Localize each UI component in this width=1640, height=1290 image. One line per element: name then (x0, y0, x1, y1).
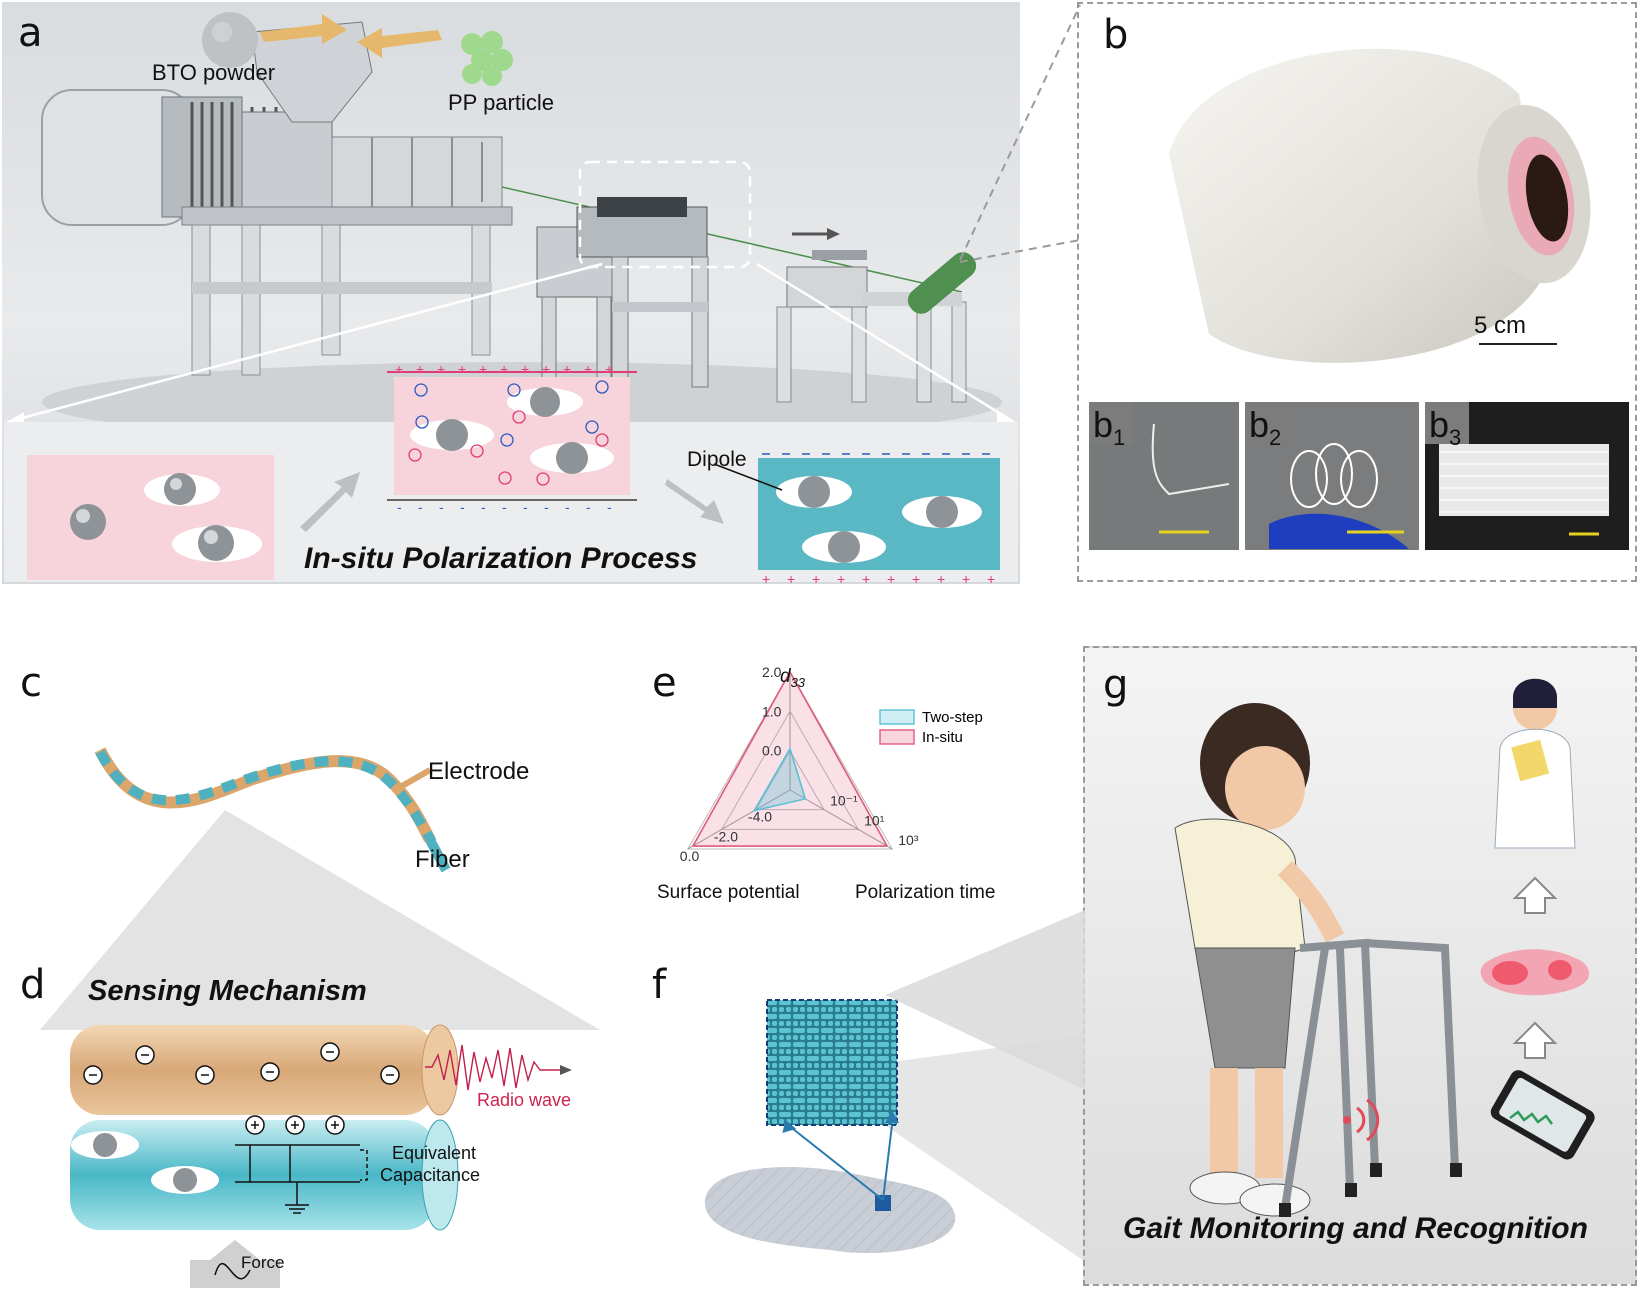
zoom-connector-b (959, 4, 1081, 263)
radar-tick-label: 2.0 (762, 664, 782, 680)
radar-tick-labels: 2.0 1.0 0.0 10³ 10¹ 10⁻¹ 0.0 -2.0 -4.0 (680, 664, 919, 864)
radar-legend: Two-step In-situ (879, 709, 983, 746)
pp-particle-label: PP particle (448, 90, 554, 115)
legend-swatch-in-situ (879, 729, 915, 745)
radar-tick-label: 0.0 (762, 743, 782, 759)
axis-label-d33: d33 (780, 666, 806, 690)
svg-text:+: + (584, 361, 592, 377)
panel-label-e: e (652, 660, 677, 706)
svg-text:+: + (812, 571, 820, 584)
svg-text:-: - (502, 499, 507, 515)
radar-tick-label: 10³ (898, 832, 919, 848)
svg-text:+: + (837, 571, 845, 584)
fiber-spool-photo (1089, 48, 1629, 550)
radar-tick-label: 10¹ (864, 812, 885, 828)
legend-label-in-situ: In-situ (922, 729, 963, 746)
woven-insole-illustration (704, 999, 1090, 1265)
svg-text:+: + (395, 361, 403, 377)
sensing-mechanism-diagram (70, 1024, 572, 1288)
braided-fiber-illustration (40, 747, 600, 1030)
svg-text:-: - (607, 499, 612, 515)
bto-powder-label: BTO powder (152, 60, 276, 85)
radar-tick-label: 0.0 (680, 848, 700, 864)
panel-label-b: b (1103, 12, 1129, 58)
svg-text:-: - (397, 499, 402, 515)
radar-series (691, 670, 889, 847)
capacitance-label-line2: Capacitance (380, 1165, 481, 1185)
panel-b-fiber-spool: 5 cm b1 b2 b3 (1077, 2, 1637, 582)
svg-text:+: + (605, 361, 613, 377)
svg-text:+: + (762, 571, 770, 584)
radar-chart: 2.0 1.0 0.0 10³ 10¹ 10⁻¹ 0.0 -2.0 -4.0 Two-step … (680, 664, 983, 864)
extrusion-machine-illustration: ++++ ++++ +++ ---- ---- --- ++++ ++++ ++ (4, 12, 1018, 587)
axis-label-surface-potential: Surface potential (657, 882, 800, 903)
radar-series-in-situ (691, 670, 889, 847)
svg-text:+: + (962, 571, 970, 584)
radar-axis-line (687, 789, 791, 850)
radar-series-two-step (752, 746, 807, 812)
sub-label-b3: b3 (1429, 404, 1462, 451)
radar-grid-ring (686, 670, 894, 850)
panel-label-f: f (652, 962, 667, 1008)
radar-grid (686, 670, 894, 850)
svg-text:+: + (542, 361, 550, 377)
scale-bar-label: 5 cm (1474, 312, 1527, 339)
legend-label-two-step: Two-step (922, 709, 983, 726)
panel-a-extrusion-line: ++++ ++++ +++ ---- ---- --- ++++ ++++ ++ (2, 2, 1020, 587)
radio-wave-label: Radio wave (477, 1090, 572, 1110)
svg-text:-: - (565, 499, 570, 515)
radar-tick-label: -2.0 (714, 828, 738, 844)
svg-text:+: + (458, 361, 466, 377)
svg-text:+: + (416, 361, 424, 377)
radar-tick-label: -4.0 (748, 809, 772, 825)
svg-text:+: + (912, 571, 920, 584)
svg-text:-: - (481, 499, 486, 515)
fiber-label: Fiber (415, 846, 470, 873)
sub-label-b1: b1 (1093, 404, 1126, 451)
panel-label-a: a (18, 10, 43, 56)
svg-text:+: + (987, 571, 995, 584)
legend-swatch-two-step (879, 709, 915, 725)
svg-text:+: + (887, 571, 895, 584)
svg-text:+: + (521, 361, 529, 377)
radar-tick-label: 1.0 (762, 703, 782, 719)
sensing-mechanism-title: Sensing Mechanism (88, 975, 367, 1007)
svg-text:+: + (500, 361, 508, 377)
svg-text:-: - (460, 499, 465, 515)
svg-text:-: - (439, 499, 444, 515)
radar-grid-ring (721, 710, 859, 830)
sub-label-b2: b2 (1249, 404, 1282, 451)
gait-monitoring-title: Gait Monitoring and Recognition (1123, 1212, 1588, 1245)
panel-label-c: c (20, 660, 42, 706)
radar-grid-ring (755, 749, 825, 811)
svg-text:-: - (586, 499, 591, 515)
panel-label-g: g (1103, 662, 1129, 708)
svg-text:+: + (479, 361, 487, 377)
in-situ-process-title: In-situ Polarization Process (304, 542, 698, 575)
svg-text:-: - (544, 499, 549, 515)
force-label: Force (241, 1253, 285, 1272)
svg-text:+: + (937, 571, 945, 584)
radar-axis-line (789, 789, 893, 850)
dipole-label: Dipole (687, 448, 747, 471)
zoom-connector-g (885, 910, 1085, 1090)
svg-text:-: - (523, 499, 528, 515)
svg-text:+: + (787, 571, 795, 584)
electrode-label: Electrode (428, 758, 530, 785)
svg-text:+: + (437, 361, 445, 377)
panel-g-gait-monitoring: Gait Monitoring and Recognition (1083, 646, 1637, 1286)
svg-text:-: - (418, 499, 423, 515)
panel-label-d: d (20, 962, 46, 1008)
svg-text:+: + (563, 361, 571, 377)
svg-text:+: + (862, 571, 870, 584)
gait-monitoring-illustration (1174, 678, 1595, 1217)
radar-tick-label: 10⁻¹ (830, 793, 858, 809)
axis-label-polarization-time: Polarization time (855, 882, 996, 903)
capacitance-label-line1: Equivalent (392, 1143, 477, 1163)
